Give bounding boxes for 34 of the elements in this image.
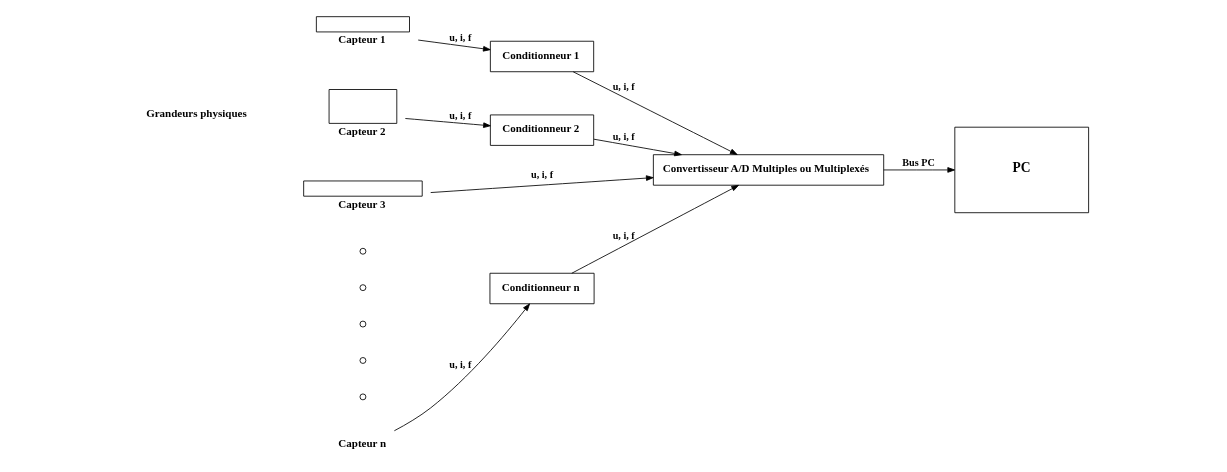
node-circle	[359, 357, 366, 364]
node-box	[302, 180, 423, 197]
node-circle	[359, 320, 366, 328]
edge-label: u, i, f	[448, 109, 471, 121]
node-box: PC	[953, 126, 1089, 214]
node-label: Capteur 3	[337, 197, 386, 210]
arrow	[417, 39, 491, 52]
node-circle	[359, 247, 366, 255]
arrow	[572, 71, 738, 155]
node-box: Conditionneur n	[489, 272, 595, 305]
node-box: Conditionneur 1	[489, 40, 594, 73]
arrow	[404, 118, 491, 128]
arrow	[882, 167, 955, 173]
edge-label: u, i, f	[530, 169, 553, 181]
edge-label: u, i, f	[448, 31, 471, 43]
node-label: Capteur 2	[337, 124, 386, 137]
label: Grandeurs physiques	[145, 106, 247, 119]
node-circle	[359, 393, 366, 401]
node-box: Conditionneur 2	[489, 114, 594, 146]
node-box	[328, 89, 397, 124]
edge-label: Bus PC	[901, 157, 935, 169]
edge-label: u, i, f	[612, 130, 635, 142]
node-box: Convertisseur A/D Multiples ou Multiplexés	[652, 154, 884, 186]
arrow	[429, 175, 654, 193]
edge-label: u, i, f	[612, 81, 635, 93]
node-label: Capteur 1	[337, 33, 386, 46]
node-text: Capteur n	[337, 437, 386, 450]
arrow	[393, 303, 530, 432]
node-box	[315, 16, 410, 33]
node-circle	[359, 284, 366, 292]
edge-label: u, i, f	[612, 230, 635, 242]
arrow	[592, 138, 682, 157]
arrow	[570, 184, 739, 274]
edge-label: u, i, f	[448, 358, 471, 370]
